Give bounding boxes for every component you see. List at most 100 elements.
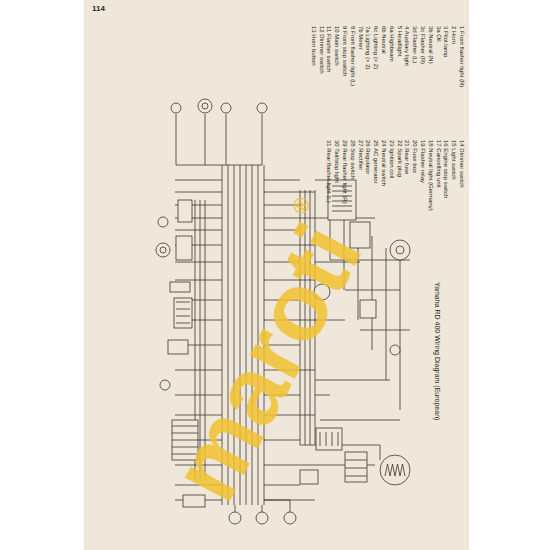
regulator-grid — [345, 476, 367, 477]
key-entry: 6a Highbeam — [387, 26, 395, 134]
key-entry: 1 Front flasher light (R) — [457, 26, 465, 134]
key-entry: 10 Main switch — [332, 26, 340, 134]
wire — [360, 330, 410, 331]
key-entry: 18 Neutral light (Germany) — [426, 140, 434, 248]
lamp-lead — [176, 114, 177, 165]
key-entry: 24 Neutral switch — [379, 140, 387, 248]
headlight-symbol — [202, 103, 208, 109]
key-entry: 4 Auxiliary light — [403, 26, 411, 134]
switch-contact — [176, 323, 190, 324]
key-entry: 20 Fuse box — [410, 140, 418, 248]
switch-contact — [176, 302, 190, 303]
cancelling-unit — [360, 300, 376, 318]
key-entry: 22 Spark plug — [395, 140, 403, 248]
branch-wire — [400, 260, 401, 410]
key-entry: 14 Dimmer switch — [457, 140, 465, 248]
horn-symbol — [160, 247, 166, 253]
branch-wire — [175, 280, 222, 281]
key-entry: 28 Stop switch — [348, 140, 356, 248]
key-entry: 2 Horn — [449, 26, 457, 134]
key-entry: 29 Rear flasher light (R) — [340, 140, 348, 248]
regulator-grid — [345, 460, 367, 461]
rectifier-symbol — [300, 470, 318, 484]
branch-wire — [175, 180, 222, 181]
regulator-symbol — [345, 452, 367, 482]
key-entry: 17 Cancelling unit — [434, 140, 442, 248]
wire — [380, 445, 381, 460]
ac-generator — [380, 455, 410, 485]
flasher-lamp — [171, 103, 181, 113]
key-entry: 26 Regulator — [364, 140, 372, 248]
key-entry: 7a Lighting (× 2) — [364, 26, 372, 134]
horn-symbol — [156, 243, 170, 257]
key-entry: 6b Neutral — [379, 26, 387, 134]
flasher-lamp — [257, 103, 267, 113]
branch-wire — [175, 192, 222, 193]
battery-plate — [332, 432, 333, 446]
battery-plate — [338, 432, 339, 446]
key-list: 1 Front flasher light (R)2 Horn3 Pilot l… — [280, 26, 465, 134]
key-entry: 6c Lighting (× 2) — [371, 26, 379, 134]
lamp-symbol — [390, 345, 400, 355]
branch-wire — [175, 230, 222, 231]
page-number: 114 — [92, 4, 105, 13]
wire — [320, 420, 400, 421]
key-entry: 3d Flasher (L) — [410, 26, 418, 134]
key-entry: 3b Neutral (N) — [426, 26, 434, 134]
lamp-lead — [205, 114, 206, 165]
key-entry: 3c Flasher (R) — [418, 26, 426, 134]
key-entry: 13 Horn button — [309, 26, 317, 134]
battery-plate — [320, 432, 321, 446]
key-entry: 9 Front stop switch — [340, 26, 348, 134]
battery-symbol — [316, 428, 342, 450]
switch-block — [170, 282, 190, 292]
key-entry: 23 Ignition coil — [387, 140, 395, 248]
key-entry: 15 Light switch — [449, 140, 457, 248]
wire — [262, 505, 263, 512]
key-entry: 5 Headlight — [395, 26, 403, 134]
wire — [264, 180, 300, 181]
lamp-symbol — [221, 103, 231, 113]
wire — [264, 500, 290, 501]
lamp-symbol — [160, 380, 170, 390]
wire — [315, 395, 330, 396]
wire — [264, 485, 300, 486]
wire — [290, 500, 291, 512]
stop-switch — [183, 495, 205, 507]
coil-winding — [332, 186, 352, 187]
headlight-symbol — [198, 99, 212, 113]
coil-winding — [332, 206, 352, 207]
battery-plate — [326, 432, 327, 446]
key-entry: 12 Dimmer switch — [317, 26, 325, 134]
flasher-lamp — [158, 217, 168, 227]
key-entry: 21 Rear fuse — [403, 140, 411, 248]
key-entry: 8 Front flasher light (L) — [348, 26, 356, 134]
wire — [176, 165, 262, 166]
caption: Yamaha RD 400 Wiring Diagram (European) — [432, 282, 442, 462]
tail-light — [256, 512, 268, 524]
spark-plug-symbol — [396, 246, 404, 254]
key-entry: 27 Rectifier — [356, 140, 364, 248]
coil-winding — [332, 191, 352, 192]
lamp-lead — [226, 114, 227, 165]
key-entry: 16 Engine stop switch — [442, 140, 450, 248]
key-entry: 11 Flasher switch — [325, 26, 333, 134]
coil-winding — [332, 201, 352, 202]
key-entry: 3a Oil — [434, 26, 442, 134]
wire — [264, 192, 315, 193]
key-entry: 19 Flasher relay — [418, 140, 426, 248]
regulator-grid — [345, 468, 367, 469]
wire — [315, 380, 390, 381]
switch-contact — [176, 316, 190, 317]
coil-winding — [332, 196, 352, 197]
wire — [264, 500, 315, 501]
key-entry: 7b Meter — [356, 26, 364, 134]
fuse-box — [168, 340, 188, 354]
branch-wire — [175, 262, 222, 263]
caption-text: Yamaha RD 400 Wiring Diagram (European) — [433, 282, 442, 462]
branch-wire — [386, 248, 387, 380]
lamp-lead — [262, 114, 263, 165]
flasher-lamp — [284, 512, 296, 524]
spark-plug-symbol — [390, 240, 410, 260]
